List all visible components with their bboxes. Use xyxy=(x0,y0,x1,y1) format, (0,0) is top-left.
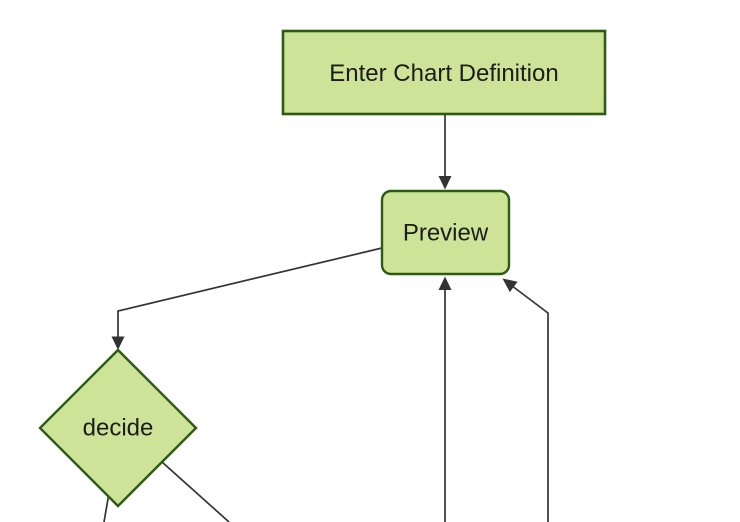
enter-chart-definition-box xyxy=(281,29,607,116)
arrowhead-up-left-icon xyxy=(502,278,518,293)
decide-diamond xyxy=(38,348,198,508)
decide-label: decide xyxy=(83,415,154,442)
arrowhead-up-icon xyxy=(438,276,452,290)
node-decide: decide xyxy=(38,348,198,508)
arrowhead-down-icon xyxy=(111,336,125,350)
edge-preview-to-decide xyxy=(117,247,383,338)
node-enter-chart-definition: Enter Chart Definition xyxy=(281,29,607,116)
enter-chart-definition-label: Enter Chart Definition xyxy=(329,60,558,87)
edge-decide-to-offscreen-left xyxy=(103,495,110,522)
node-preview: Preview xyxy=(380,189,511,276)
edge-decide-to-offscreen-right xyxy=(161,461,230,522)
arrowhead-down-icon xyxy=(438,176,452,190)
preview-label: Preview xyxy=(403,220,489,247)
preview-box xyxy=(380,189,511,276)
edge-offscreen-bottom-right-to-preview xyxy=(512,286,549,522)
